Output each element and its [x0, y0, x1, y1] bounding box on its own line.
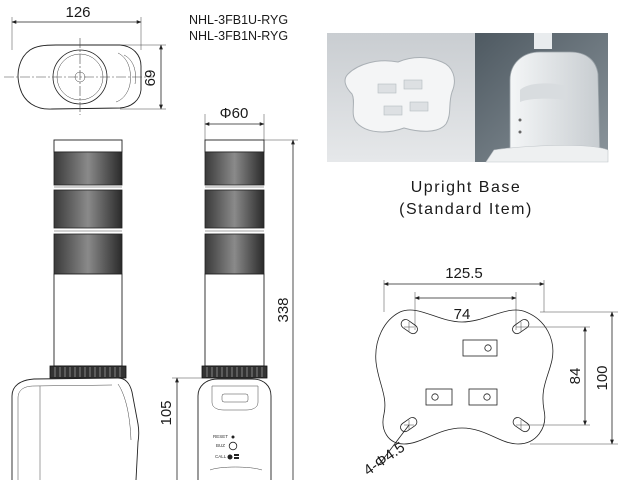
side-view: [11, 139, 140, 480]
model-number-2: NHL-3FB1N-RYG: [189, 29, 288, 43]
model-number-1: NHL-3FB1U-RYG: [189, 13, 288, 27]
mount-hole-top-right: [512, 319, 530, 335]
label-call: CALL: [215, 454, 227, 459]
call-button: [227, 454, 233, 460]
mounting-plate-drawing: 125.5 74: [361, 265, 618, 479]
dim-hole-pitch-y: 84: [567, 368, 584, 385]
label-reset: RESET: [213, 434, 228, 439]
dim-hole-pitch-x: 74: [454, 306, 471, 323]
dim-height: 338: [275, 297, 292, 322]
caption-title: Upright Base: [411, 179, 522, 196]
upright-base-photo: [327, 33, 609, 163]
plate-clips: [425, 339, 498, 406]
caption-subtitle: (Standard Item): [399, 201, 533, 218]
mount-hole-bottom-left: [400, 417, 418, 433]
signal-tiers-side: [53, 151, 123, 275]
top-view: 126 69: [4, 4, 166, 115]
dim-base-height: 105: [158, 400, 175, 425]
dim-plate-depth: 100: [594, 365, 611, 390]
reset-button: [231, 435, 235, 439]
mount-hole-bottom-right: [512, 417, 530, 433]
label-buz: BUZ: [216, 443, 225, 448]
mount-hole-top-left: [400, 319, 418, 335]
dim-top-width: 126: [65, 4, 90, 21]
dim-top-depth: 69: [142, 70, 159, 87]
buzzer-knob: [228, 441, 238, 451]
dim-mount-holes: 4-Φ4.5: [361, 439, 409, 479]
dim-diameter: Φ60: [220, 105, 249, 122]
dim-plate-width: 125.5: [445, 265, 483, 282]
signal-tiers-front: [204, 151, 265, 275]
front-view: Φ60 RESET BUZ CALL: [158, 105, 298, 480]
